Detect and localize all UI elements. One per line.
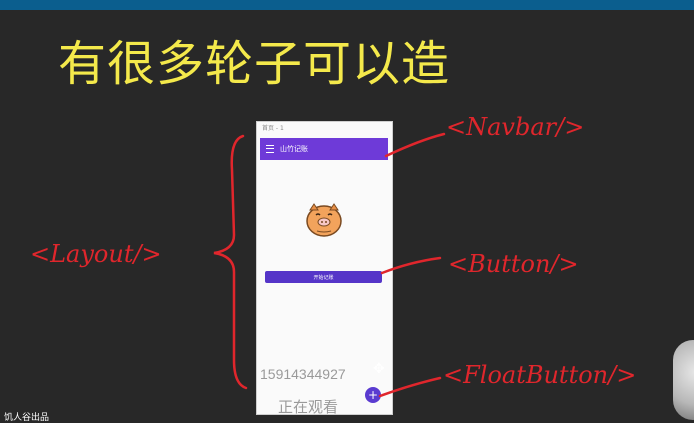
phone-window-title: 首页 - 1 [262, 125, 284, 132]
navbar-label: <Navbar/> [446, 113, 584, 141]
move-cursor-icon: ✥ [373, 361, 385, 377]
phone-navbar: 山竹记账 [260, 138, 388, 160]
pig-logo-icon [306, 203, 342, 237]
float-button-label: <FloatButton/> [443, 361, 636, 389]
start-accounting-button[interactable]: 开始记账 [265, 271, 382, 283]
layout-brace [213, 134, 248, 390]
button-label: <Button/> [448, 250, 579, 278]
menu-icon[interactable] [266, 145, 274, 153]
webcam-orb [673, 340, 694, 420]
overlay-status: 正在观看 [278, 399, 339, 416]
phone-mockup: 首页 - 1 山竹记账 开始记账 + [256, 121, 393, 415]
navbar-arrow [384, 132, 446, 158]
overlay-number: 15914344927 [260, 366, 346, 382]
top-strip [0, 0, 694, 10]
plus-icon: + [367, 388, 379, 402]
footer-credit: 饥人谷出品 [4, 413, 50, 423]
layout-label: <Layout/> [30, 240, 162, 268]
slide-title: 有很多轮子可以造 [58, 36, 451, 92]
phone-app-title: 山竹记账 [280, 145, 308, 153]
float-add-button[interactable]: + [365, 387, 381, 403]
